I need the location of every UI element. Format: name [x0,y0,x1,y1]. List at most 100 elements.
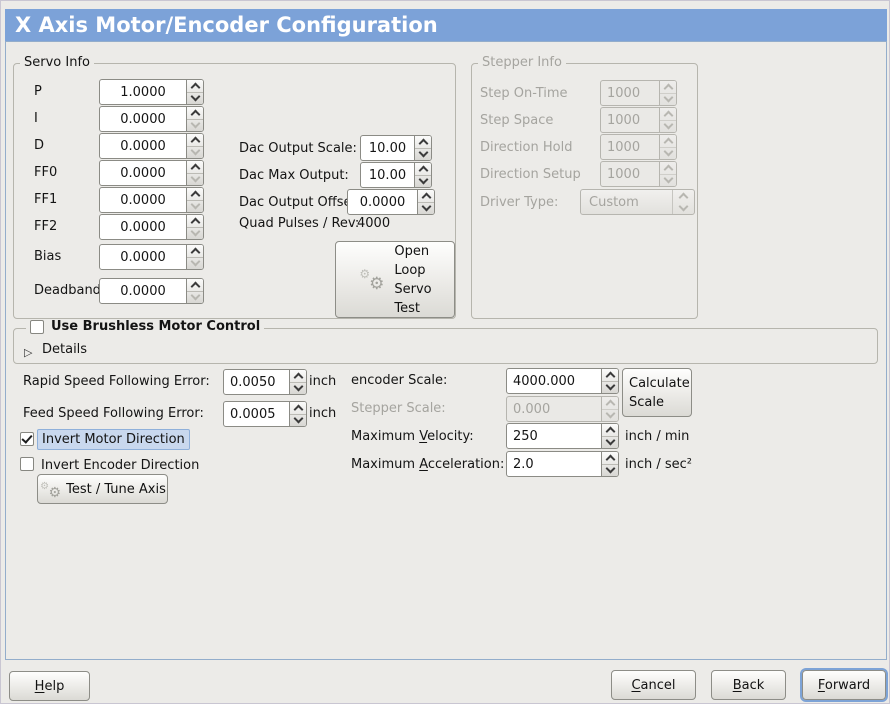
chevron-down-icon [190,290,200,301]
spin-up-button[interactable] [602,369,618,382]
direction-hold-label: Direction Hold [480,140,573,155]
details-expander[interactable]: Details [42,342,88,357]
servo-info-legend: Servo Info [20,55,94,71]
spin-down-button[interactable] [187,172,203,186]
chevron-down-icon [605,380,615,391]
spin-up-button [660,135,676,148]
chevron-down-icon [663,146,673,157]
spin-down-button[interactable] [187,290,203,304]
rapid-following-error-label: Rapid Speed Following Error: [23,374,210,389]
spin-down-button[interactable] [187,199,203,213]
spin-up-button[interactable] [415,163,431,176]
rapid-following-error-input[interactable] [224,370,289,394]
test-tune-axis-label: Test / Tune Axis [66,481,166,497]
invert-motor-label[interactable]: Invert Motor Direction [37,429,190,450]
d-input[interactable] [100,134,186,158]
encoder-scale-input[interactable] [507,369,601,393]
ff0-input[interactable] [100,161,186,185]
spin-down-button[interactable] [187,226,203,240]
i-input[interactable] [100,107,186,131]
stepper-info-legend: Stepper Info [478,55,566,71]
spin-down-button[interactable] [602,463,618,477]
spin-down-button[interactable] [187,118,203,132]
chevron-down-icon [663,173,673,184]
dac-max-output-label: Dac Max Output: [239,168,349,183]
rapid-following-error-spinbox [223,369,307,395]
brushless-checkbox[interactable] [30,320,44,334]
max-acceleration-input[interactable] [507,452,601,476]
spin-up-button[interactable] [290,402,306,415]
ff2-input[interactable] [100,215,186,239]
max-velocity-label: Maximum Velocity: [351,429,474,444]
i-label: I [34,111,38,126]
spin-down-button[interactable] [415,174,431,188]
spin-down-button[interactable] [602,435,618,449]
spin-down-button[interactable] [187,91,203,105]
forward-button[interactable]: Forward [802,670,886,700]
deadband-input[interactable] [100,279,186,303]
spin-up-button[interactable] [187,188,203,201]
quad-pulses-value: 4000 [357,216,391,231]
spin-up-button[interactable] [290,370,306,383]
max-velocity-input[interactable] [507,424,601,448]
spin-down-button[interactable] [602,380,618,394]
spin-up-button[interactable] [187,107,203,120]
help-button[interactable]: Help [9,671,90,701]
p-input[interactable] [100,80,186,104]
spin-up-button[interactable] [602,424,618,437]
invert-encoder-checkbox[interactable] [20,457,34,471]
chevron-down-icon [190,199,200,210]
max-acceleration-spinbox [506,451,619,477]
chevron-down-icon [605,463,615,474]
feed-following-error-input[interactable] [224,402,289,426]
servo-info-group: Servo Info P I D FF0 FF1 FF2 [13,55,456,319]
spin-down-button[interactable] [187,256,203,270]
content-frame [5,41,887,660]
driver-type-value: Custom [589,194,639,210]
spin-up-button[interactable] [602,452,618,465]
dac-output-scale-spinbox [360,135,432,161]
invert-motor-checkbox[interactable] [20,432,34,446]
step-on-time-label: Step On-Time [480,86,568,101]
dac-max-output-input[interactable] [361,163,414,187]
chevron-down-icon [190,145,200,156]
feed-following-error-label: Feed Speed Following Error: [23,406,204,421]
back-button[interactable]: Back [711,670,786,700]
calculate-scale-button[interactable]: Calculate Scale [622,368,692,417]
bias-input[interactable] [100,245,186,269]
spin-up-button [660,108,676,121]
spin-down-button[interactable] [290,381,306,395]
spin-up-button[interactable] [187,161,203,174]
spin-up-button[interactable] [187,215,203,228]
deadband-label: Deadband [34,283,101,298]
cancel-button[interactable]: Cancel [611,670,696,700]
calculate-scale-label: Calculate Scale [629,375,690,410]
dac-max-output-spinbox [360,162,432,188]
spin-up-button[interactable] [187,279,203,292]
invert-encoder-label[interactable]: Invert Encoder Direction [41,458,200,473]
chevron-down-icon [190,118,200,129]
spin-down-button[interactable] [418,201,434,215]
encoder-scale-spinbox [506,368,619,394]
ff1-input[interactable] [100,188,186,212]
test-tune-axis-button[interactable]: Test / Tune Axis [37,474,168,504]
ff0-spinbox [99,160,204,186]
spin-down-button[interactable] [415,147,431,161]
spin-up-button[interactable] [187,245,203,258]
expander-arrow-icon[interactable] [24,341,32,360]
spin-up-button [660,81,676,94]
dac-output-scale-input[interactable] [361,136,414,160]
spin-up-button[interactable] [418,190,434,203]
dac-output-offset-input[interactable] [348,190,417,214]
spin-down-button[interactable] [290,413,306,427]
spin-up-button[interactable] [187,134,203,147]
deadband-spinbox [99,278,204,304]
spin-down-button[interactable] [187,145,203,159]
open-loop-servo-test-button[interactable]: Open Loop Servo Test [335,241,455,318]
chevron-down-icon [418,147,428,158]
spin-up-button[interactable] [187,80,203,93]
chevron-down-icon [421,201,431,212]
spin-up-button[interactable] [415,136,431,149]
spin-up-button [660,162,676,175]
